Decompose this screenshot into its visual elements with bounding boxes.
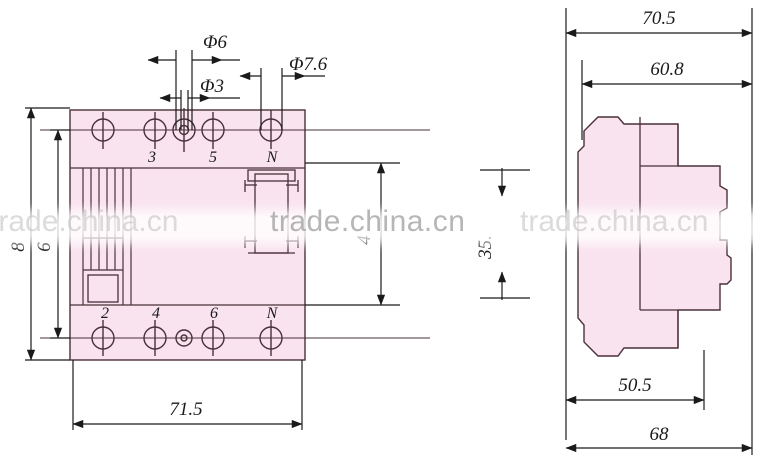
dimension-label-depth-lower: 50.5: [618, 375, 651, 396]
dimension-width-total: [72, 360, 303, 430]
dimension-depth-bottom: [565, 360, 753, 455]
label-terminal-5: 5: [209, 149, 217, 166]
front-body-outline: [69, 109, 306, 361]
dimension-label-depth-body: 60.8: [650, 59, 684, 80]
side-view-group: 70.5 60.8 35. 50.5 68: [475, 8, 753, 455]
terminal-bottom-center-inner: [180, 334, 188, 342]
dimension-label-depth-total: 70.5: [642, 8, 675, 29]
dimension-phi76: [239, 68, 325, 130]
label-terminal-2: 2: [101, 305, 109, 322]
dimension-label-phi3: Φ3: [200, 76, 224, 97]
dimension-height-inner: [50, 129, 70, 339]
dimension-phi6: [147, 50, 240, 130]
dimension-label-height-inner: 6: [34, 242, 55, 252]
dimension-label-phi76: Φ7.6: [289, 54, 328, 75]
terminal-bottom-center: [175, 329, 193, 347]
terminals-bottom-row: [91, 320, 283, 356]
side-body-outline: [577, 116, 732, 357]
test-button: [87, 274, 119, 303]
dimension-label-height-outer: 8: [8, 242, 29, 252]
label-terminal-bottom-N: N: [266, 305, 279, 322]
label-terminal-top-N: N: [266, 149, 279, 166]
dimension-height-right: [305, 162, 400, 306]
dimension-depth-lower: [565, 350, 705, 440]
dimension-height-outer: [25, 107, 70, 361]
label-terminal-4: 4: [152, 305, 160, 322]
dimension-depth-body: [581, 60, 753, 140]
dimension-phi3: [159, 90, 240, 130]
dimension-depth-total: [565, 8, 753, 360]
label-terminal-6: 6: [210, 305, 218, 322]
dimension-label-depth-bottom: 68: [650, 424, 670, 445]
dimension-label-phi6: Φ6: [203, 32, 227, 53]
dimension-label-height-rail: 35.: [475, 235, 496, 260]
front-view-group: 3 5 N 2 4 6 N Φ6 Φ3: [8, 32, 430, 430]
dimension-label-height-right: 4: [354, 235, 375, 245]
terminals-top-row: [91, 108, 283, 152]
dimension-label-width-total: 71.5: [169, 399, 202, 420]
label-terminal-3: 3: [147, 149, 156, 166]
dimension-height-rail: [480, 168, 530, 300]
